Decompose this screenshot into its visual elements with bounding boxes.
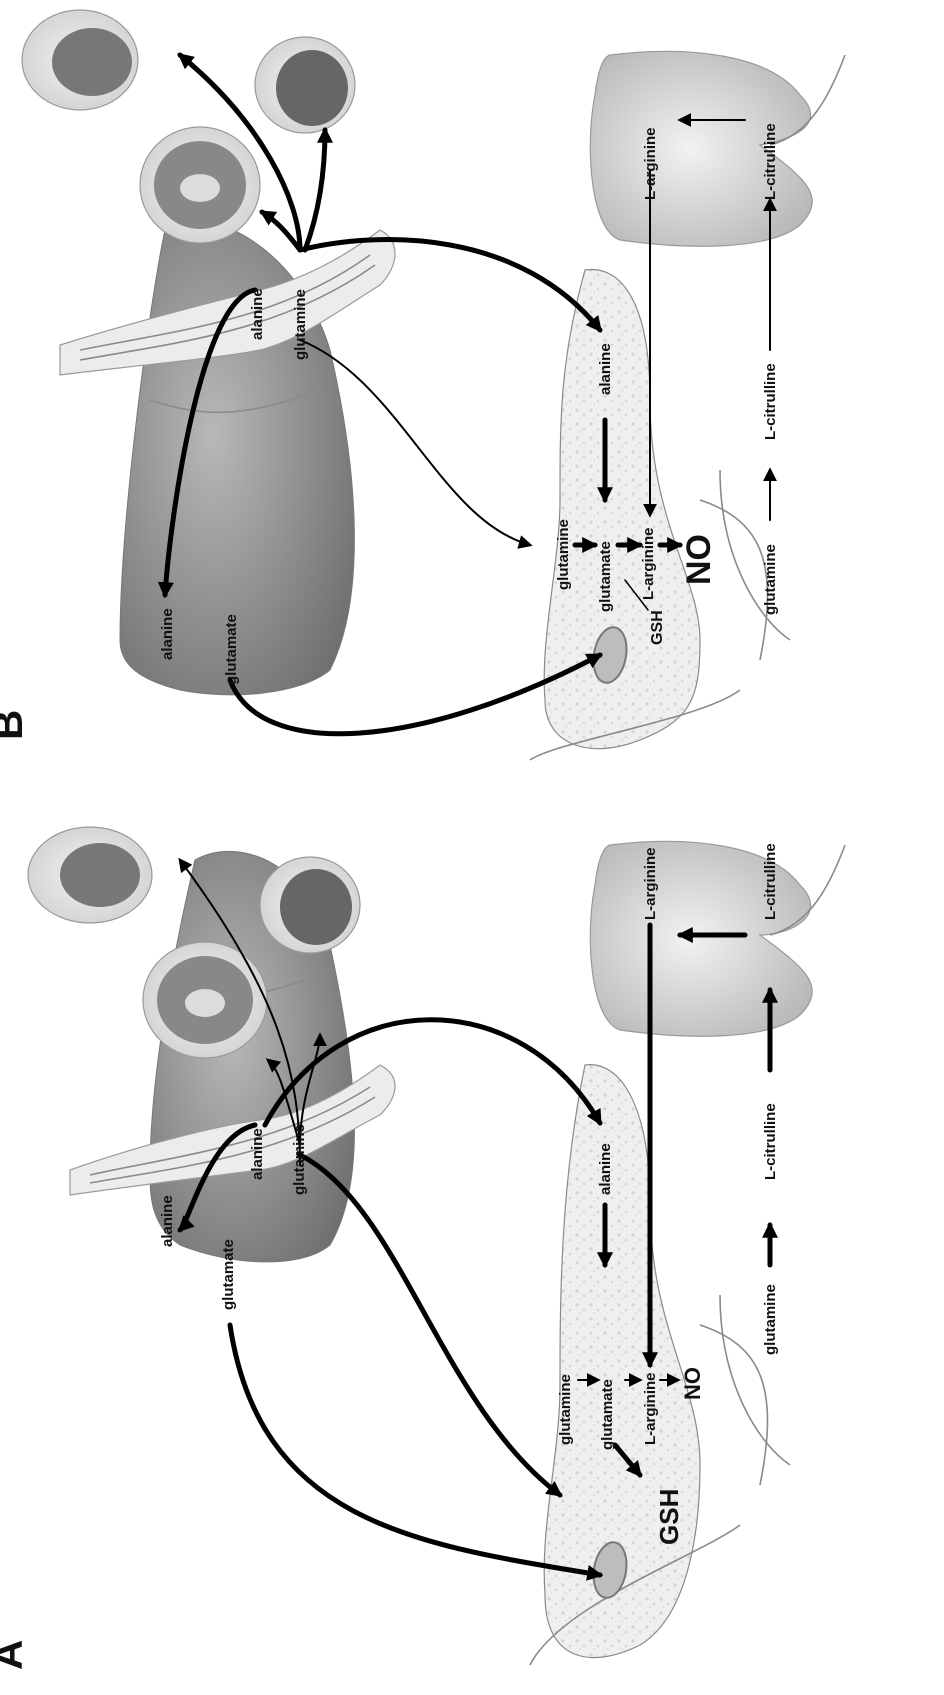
- label-liver-glutamate: glutamate: [220, 1239, 237, 1310]
- label-gut-glutamate: glutamate: [597, 541, 614, 612]
- cell-3-nucleus: [276, 50, 348, 126]
- arrow-muscle-glutamine-to-cells-3: [305, 130, 325, 250]
- label-gut-gsh: GSH: [654, 1489, 684, 1545]
- label-circ-glutamine: glutamine: [762, 544, 779, 615]
- cell-1-nucleus: [60, 843, 140, 907]
- label-circ-citrulline: L-citrulline: [762, 363, 779, 440]
- label-kidney-arginine: L-arginine: [642, 127, 659, 200]
- label-kidney-citrulline: L-citrulline: [762, 123, 779, 200]
- cell-1-nucleus: [52, 28, 132, 96]
- label-muscle-alanine: alanine: [249, 1128, 266, 1180]
- label-muscle-glutamine: glutamine: [291, 1124, 308, 1195]
- label-kidney-citrulline: L-citrulline: [762, 843, 779, 920]
- label-gut-gsh: GSH: [649, 610, 666, 645]
- label-liver-alanine: alanine: [159, 608, 176, 660]
- label-gut-arginine: L-arginine: [642, 1372, 659, 1445]
- panel-label-b: B: [0, 710, 31, 740]
- label-gut-glutamate: glutamate: [599, 1379, 616, 1450]
- vessel-line: [700, 1325, 768, 1485]
- label-gut-no: NO: [680, 534, 718, 585]
- cell-2-vacuole: [185, 989, 225, 1017]
- label-circ-citrulline: L-citrulline: [762, 1103, 779, 1180]
- label-liver-alanine: alanine: [159, 1195, 176, 1247]
- cell-2-vacuole: [180, 174, 220, 202]
- cell-3-nucleus: [280, 869, 352, 945]
- immune-cells: [22, 10, 355, 243]
- label-gut-alanine: alanine: [597, 343, 614, 395]
- panel-a: A: [0, 827, 845, 1670]
- arrow-liver-glutamate-to-gut: [230, 1325, 600, 1575]
- panel-label-a: A: [0, 1640, 31, 1670]
- label-gut-arginine: L-arginine: [640, 527, 657, 600]
- label-kidney-arginine: L-arginine: [642, 847, 659, 920]
- label-liver-glutamate: glutamate: [223, 614, 240, 685]
- panel-b: B: [0, 10, 845, 760]
- label-circ-glutamine: glutamine: [762, 1284, 779, 1355]
- label-gut-glutamine: glutamine: [555, 519, 572, 590]
- label-gut-glutamine: glutamine: [557, 1374, 574, 1445]
- label-gut-no: NO: [680, 1367, 705, 1400]
- label-muscle-alanine: alanine: [249, 288, 266, 340]
- label-muscle-glutamine: glutamine: [292, 289, 309, 360]
- gut-organ: [544, 270, 700, 749]
- label-gut-alanine: alanine: [597, 1143, 614, 1195]
